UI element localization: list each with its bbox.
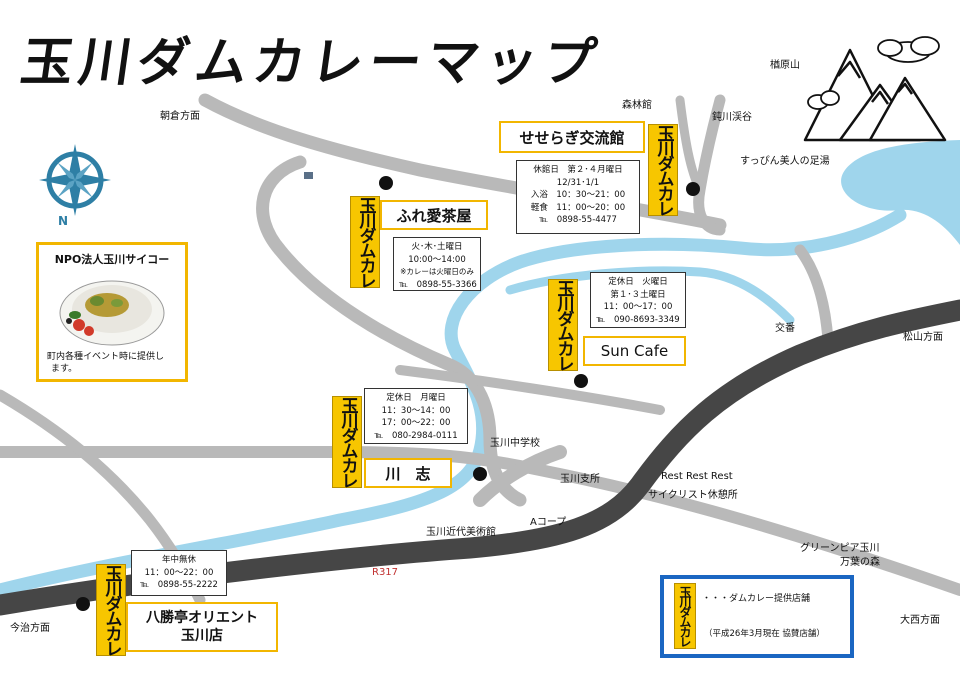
shop-suncafe-name[interactable]: Sun Cafe <box>583 336 686 366</box>
legend-box: 玉川ダムカレ ・・・ダムカレー提供店舗 （平成26年3月現在 協賛店舗） <box>660 575 854 658</box>
pin-suncafe[interactable] <box>574 374 588 388</box>
label-ashiyu: すっぴん美人の足湯 <box>740 156 830 167</box>
label-museum: 玉川近代美術館 <box>426 527 496 538</box>
dam-curry-logo: 玉川ダムカレ <box>350 196 380 288</box>
label-acoop: Aコープ <box>530 517 567 528</box>
label-narahara: 楢原山 <box>770 60 800 71</box>
label-school: 玉川中学校 <box>490 438 540 449</box>
map-title: 玉川ダムカレーマップ <box>17 33 606 93</box>
label-manyo: 万葉の森 <box>840 557 880 568</box>
shop-seseragi-name[interactable]: せせらぎ交流館 <box>499 121 645 153</box>
label-branch: 玉川支所 <box>560 474 600 485</box>
shop-suncafe-info: 定休日 火曜日 第１･３土曜日 11：00〜17：00 ℡ 090-8693-3… <box>590 272 686 328</box>
legend-note: （平成26年3月現在 協賛店舗） <box>704 629 825 639</box>
dam-curry-logo: 玉川ダムカレ <box>648 124 678 216</box>
label-cyclist-rest: サイクリスト休憩所 <box>648 490 738 501</box>
cloud-icon <box>807 36 940 110</box>
shop-fureai-info: 火･木･土曜日 10:00〜14:00 ※カレーは火曜日のみ ℡ 0898-55… <box>393 237 481 291</box>
npo-text: 町内各種イベント時に提供し ます。 <box>47 352 165 374</box>
dam-lake <box>841 140 960 245</box>
label-shinrinkan: 森林館 <box>622 100 652 111</box>
local-roads <box>0 93 960 606</box>
mountain-icon <box>803 48 947 142</box>
shop-hachishoutei-name-line1: 八勝亭オリエント <box>146 610 258 626</box>
label-asakura: 朝倉方面 <box>160 111 200 122</box>
pin-kawashi[interactable] <box>473 467 487 481</box>
pin-hachishoutei[interactable] <box>76 597 90 611</box>
compass-icon <box>39 144 111 216</box>
pin-seseragi[interactable] <box>686 182 700 196</box>
legend-item: ・・・ダムカレー提供店舗 <box>702 594 811 604</box>
label-koban: 交番 <box>775 323 795 334</box>
pin-fureai[interactable] <box>379 176 393 190</box>
npo-box: NPO法人玉川サイコー 町内各種イベント時に提供し ます。 <box>36 242 188 382</box>
shop-kawashi-info: 定休日 月曜日 11：30〜14：00 17：00〜22：00 ℡ 080-29… <box>364 388 468 444</box>
shop-kawashi-name[interactable]: 川 志 <box>364 458 452 488</box>
map-marker <box>304 172 313 179</box>
shop-hachishoutei-info: 年中無休 11：00〜22：00 ℡ 0898-55-2222 <box>131 550 227 596</box>
dam-curry-logo: 玉川ダムカレ <box>674 583 696 649</box>
label-imabari: 今治方面 <box>10 623 50 634</box>
curry-plate-icon <box>59 280 165 346</box>
label-r317: R317 <box>372 567 399 578</box>
compass-north-label: N <box>58 214 69 228</box>
shop-seseragi-info: 休館日 第２･４月曜日 12/31･1/1 入浴 10：30〜21：00 軽食 … <box>516 160 640 234</box>
dam-curry-logo: 玉川ダムカレ <box>548 279 578 371</box>
label-hankawa: 鈍川渓谷 <box>712 112 752 123</box>
river <box>0 208 907 597</box>
shop-fureai-name[interactable]: ふれ愛茶屋 <box>380 200 488 230</box>
label-rest: Rest Rest Rest <box>661 471 733 482</box>
dam-curry-logo: 玉川ダムカレ <box>332 396 362 488</box>
npo-title: NPO法人玉川サイコー <box>54 253 170 266</box>
label-greenpia: グリーンピア玉川 <box>800 543 880 554</box>
main-road-r317 <box>0 299 960 616</box>
label-onishi: 大西方面 <box>900 615 940 626</box>
shop-hachishoutei-name[interactable]: 八勝亭オリエント 玉川店 <box>126 602 278 652</box>
dam-curry-logo: 玉川ダムカレ <box>96 564 126 656</box>
label-matsuyama: 松山方面 <box>903 332 943 343</box>
shop-hachishoutei-name-line2: 玉川店 <box>181 628 223 644</box>
